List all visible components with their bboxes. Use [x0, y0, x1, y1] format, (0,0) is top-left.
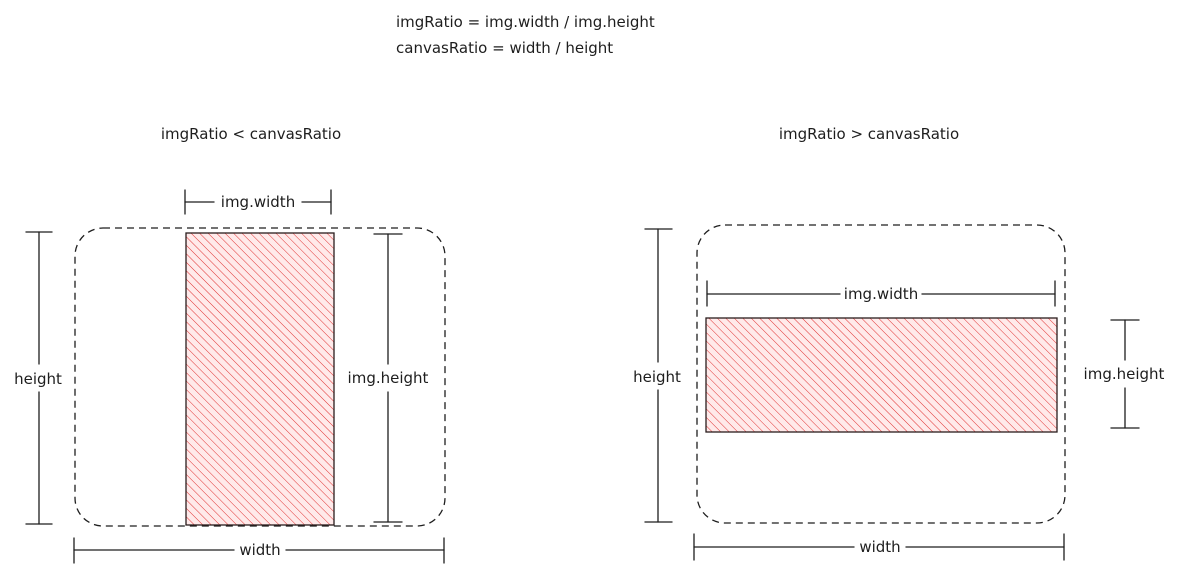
img-height-dimension: [373, 233, 403, 523]
height-label: height: [633, 368, 681, 386]
img-height-dimension: [1110, 319, 1140, 429]
image-rect: [705, 317, 1058, 433]
img-width-dimension: [706, 280, 1056, 307]
width-label: width: [859, 538, 900, 556]
formula-canvas-ratio: canvasRatio = width / height: [396, 39, 613, 57]
img-width-label: img.width: [221, 193, 295, 211]
canvas-outline: [696, 224, 1066, 524]
width-label: width: [239, 541, 280, 559]
img-height-label: img.height: [348, 369, 429, 387]
height-dimension: [644, 228, 673, 523]
img-width-dimension: [184, 189, 332, 215]
case-landscape-fit: imgRatio > canvasRatio img.width height: [633, 125, 1165, 561]
img-height-label: img.height: [1084, 365, 1165, 383]
height-dimension: [25, 231, 53, 525]
formula-img-ratio: imgRatio = img.width / img.height: [396, 13, 655, 31]
case-portrait-fit: imgRatio < canvasRatio img.width height: [14, 125, 446, 564]
img-width-label: img.width: [844, 285, 918, 303]
case-2-title: imgRatio > canvasRatio: [779, 125, 959, 143]
width-dimension: [73, 537, 445, 564]
canvas-outline: [74, 227, 446, 527]
width-dimension: [693, 533, 1065, 561]
image-rect: [185, 232, 335, 526]
case-1-title: imgRatio < canvasRatio: [161, 125, 341, 143]
height-label: height: [14, 370, 62, 388]
